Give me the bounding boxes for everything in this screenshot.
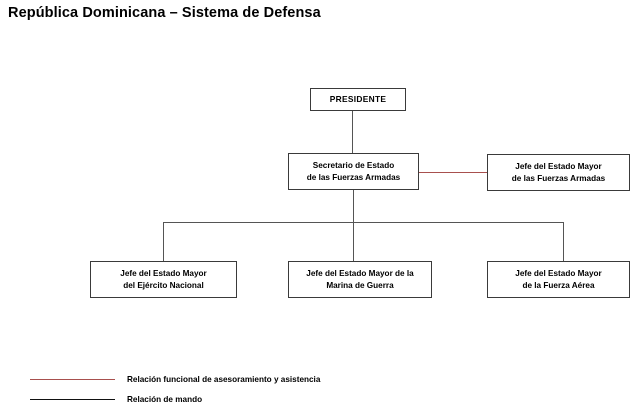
legend-line-black-icon [30,399,115,400]
legend-item-funcional: Relación funcional de asesoramiento y as… [30,370,450,390]
connector-secretario-to-bus [353,190,354,222]
legend-item-mando-label: Relación de mando [127,395,203,404]
node-jefe-estado-mayor-ffaa-label: Jefe del Estado Mayor de las Fuerzas Arm… [511,161,606,183]
page-title: República Dominicana – Sistema de Defens… [8,5,321,21]
connector-horizontal-bus [163,222,564,223]
node-jefe-estado-mayor-marina-label: Jefe del Estado Mayor de la Marina de Gu… [306,268,414,290]
node-secretario-de-estado-label: Secretario de Estado de las Fuerzas Arma… [306,160,401,182]
node-jefe-estado-mayor-fuerza-aerea-label: Jefe del Estado Mayor de la Fuerza Aérea [515,268,602,290]
node-jefe-estado-mayor-ejercito[interactable]: Jefe del Estado Mayor del Ejército Nacio… [90,261,237,298]
connector-bus-to-marina [353,222,354,262]
node-presidente[interactable]: PRESIDENTE [310,88,406,111]
node-jefe-estado-mayor-ejercito-label: Jefe del Estado Mayor del Ejército Nacio… [120,268,207,290]
connector-presidente-to-secretario [352,111,353,154]
legend: Relación funcional de asesoramiento y as… [30,370,450,406]
node-secretario-de-estado[interactable]: Secretario de Estado de las Fuerzas Arma… [288,153,419,190]
node-jefe-estado-mayor-ffaa[interactable]: Jefe del Estado Mayor de las Fuerzas Arm… [487,154,630,191]
connector-bus-to-fuerza-aerea [563,222,564,262]
node-presidente-label: PRESIDENTE [329,94,387,105]
node-jefe-estado-mayor-fuerza-aerea[interactable]: Jefe del Estado Mayor de la Fuerza Aérea [487,261,630,298]
legend-item-mando: Relación de mando [30,390,450,406]
node-jefe-estado-mayor-marina[interactable]: Jefe del Estado Mayor de la Marina de Gu… [288,261,432,298]
legend-item-funcional-label: Relación funcional de asesoramiento y as… [127,375,321,384]
connector-bus-to-ejercito [163,222,164,262]
legend-line-red-icon [30,379,115,380]
connector-advisory-secretario-to-jefe-ffaa [419,172,488,173]
